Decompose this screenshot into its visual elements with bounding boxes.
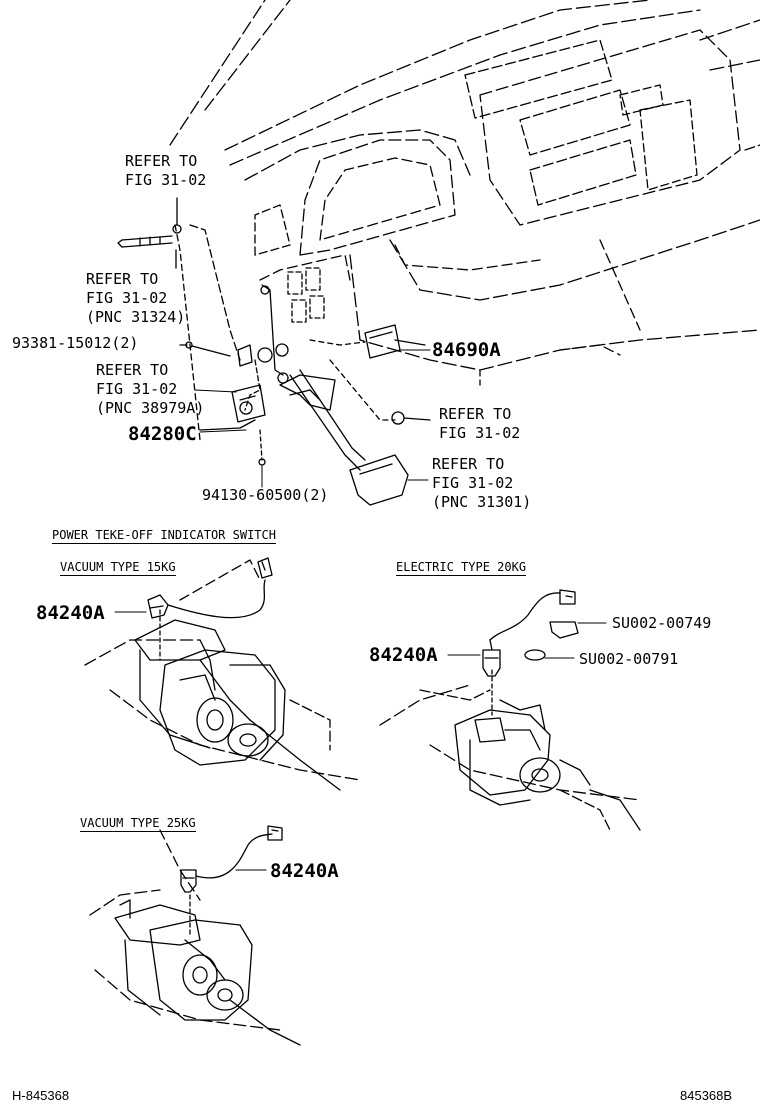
callout-refer-pnc-31301: REFER TO FIG 31-02 (PNC 31301) [432, 455, 532, 511]
caption-vacuum-15kg: VACUUM TYPE 15KG [60, 560, 176, 576]
callout-refer-fig-31-02: REFER TO FIG 31-02 [125, 152, 207, 189]
callout-refer-pnc-38979a: REFER TO FIG 31-02 (PNC 38979A) [96, 361, 205, 417]
vacuum-25kg-drawing [89, 825, 301, 1046]
footer-right-code: 845368B [680, 1088, 733, 1103]
part-number-su002-00791: SU002-00791 [579, 650, 679, 668]
callout-refer-fig-31-02-b: REFER TO FIG 31-02 [439, 405, 521, 442]
part-number-su002-00749: SU002-00749 [612, 614, 712, 632]
part-number-84280c: 84280C [128, 423, 197, 445]
part-number-84240a-vacuum-15: 84240A [36, 602, 105, 624]
pedal-assembly-drawing [117, 197, 431, 506]
electric-20kg-drawing [379, 589, 641, 831]
caption-vacuum-25kg: VACUUM TYPE 25KG [80, 816, 196, 832]
instrument-panel-drawing [169, 0, 760, 386]
part-number-93381-15012: 93381-15012(2) [12, 334, 139, 352]
caption-electric-20kg: ELECTRIC TYPE 20KG [396, 560, 527, 576]
section-title: POWER TEKE-OFF INDICATOR SWITCH [52, 528, 276, 544]
part-number-94130-60500: 94130-60500(2) [202, 486, 329, 504]
callout-refer-pnc-31324: REFER TO FIG 31-02 (PNC 31324) [86, 270, 186, 326]
part-number-84690a: 84690A [432, 339, 501, 361]
part-number-84240a-electric: 84240A [369, 644, 438, 666]
vacuum-15kg-drawing [84, 557, 361, 791]
part-number-84240a-vacuum-25: 84240A [270, 860, 339, 882]
leader-lines-top [194, 349, 431, 488]
footer-left-code: H-845368 [12, 1088, 70, 1103]
